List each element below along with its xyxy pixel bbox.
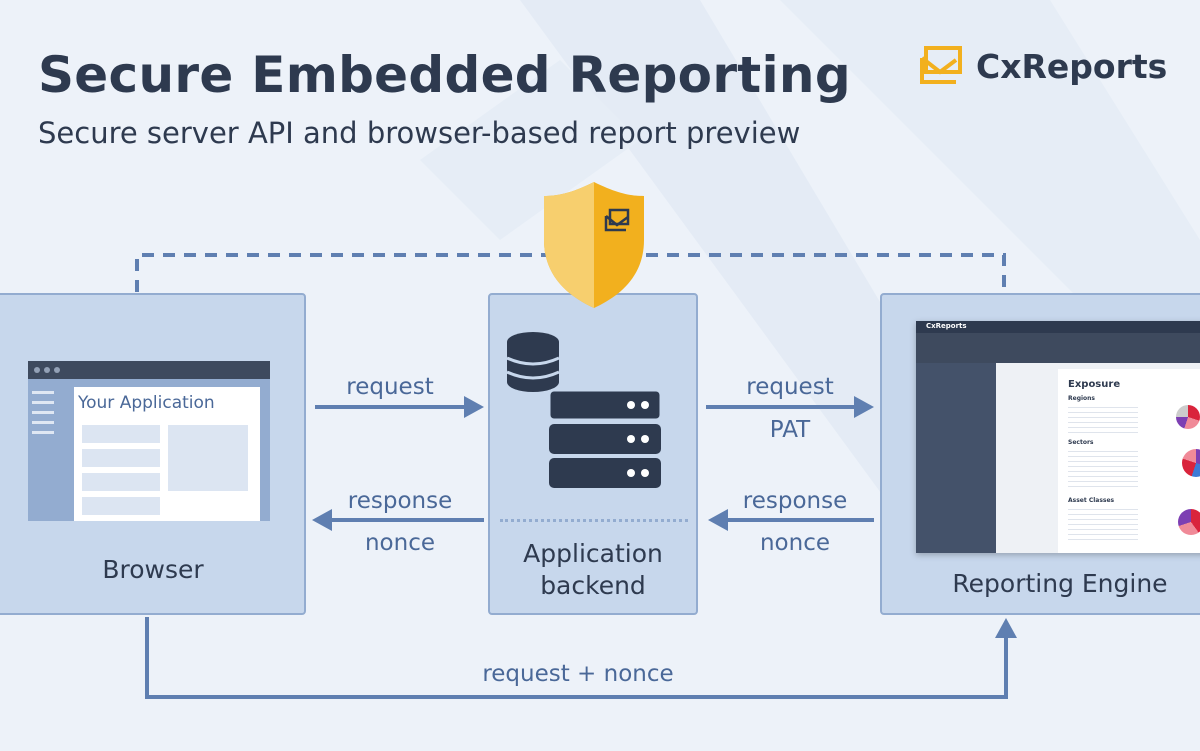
preview-table bbox=[1068, 403, 1138, 433]
envelope-logo-icon bbox=[920, 46, 962, 84]
nonce-label: nonce bbox=[364, 530, 436, 556]
preview-sidebar bbox=[916, 363, 996, 553]
sidebar-line bbox=[32, 431, 54, 434]
browser-box: Your Application Browser bbox=[0, 293, 306, 615]
preview-section: Asset Classes bbox=[1068, 497, 1115, 504]
request-pat-label: request bbox=[746, 374, 834, 400]
browser-label: Browser bbox=[102, 555, 204, 584]
preview-toolbar bbox=[916, 333, 1200, 363]
request-nonce-label: request + nonce bbox=[482, 661, 674, 687]
response-label: response bbox=[347, 488, 453, 514]
window-dot bbox=[54, 367, 60, 373]
page-subtitle: Secure server API and browser-based repo… bbox=[38, 116, 801, 150]
pat-label: PAT bbox=[769, 417, 811, 443]
app-window-title: Your Application bbox=[78, 393, 215, 413]
engine-label: Reporting Engine bbox=[952, 569, 1168, 598]
engine-response-label: response bbox=[742, 488, 848, 514]
preview-page: Exposure Regions Sectors Asset Classes bbox=[1058, 369, 1200, 553]
engine-nonce-label: nonce bbox=[759, 530, 831, 556]
preview-donut bbox=[1176, 405, 1200, 429]
preview-table bbox=[1068, 505, 1138, 541]
preview-section: Sectors bbox=[1068, 439, 1094, 446]
window-dot bbox=[44, 367, 50, 373]
backend-divider bbox=[500, 519, 688, 522]
sidebar-line bbox=[32, 401, 54, 404]
content-block bbox=[82, 425, 160, 443]
content-block bbox=[82, 497, 160, 515]
server-stack-icon bbox=[506, 332, 663, 488]
content-panel bbox=[168, 425, 248, 491]
shield-icon bbox=[544, 182, 644, 308]
request-label: request bbox=[346, 374, 434, 400]
preview-donut bbox=[1182, 449, 1200, 477]
preview-section: Regions bbox=[1068, 395, 1096, 402]
brand-logo: CxReports bbox=[920, 46, 1167, 86]
backend-label-line2: backend bbox=[540, 571, 646, 600]
window-dot bbox=[34, 367, 40, 373]
report-preview: CxReports Exposure Regions Sectors Asset… bbox=[916, 321, 1200, 553]
sidebar-line bbox=[32, 421, 54, 424]
sidebar-line bbox=[32, 411, 54, 414]
preview-donut bbox=[1178, 509, 1200, 535]
preview-canvas: Exposure Regions Sectors Asset Classes bbox=[996, 363, 1200, 553]
engine-box: CxReports Exposure Regions Sectors Asset… bbox=[880, 293, 1200, 615]
content-block bbox=[82, 449, 160, 467]
preview-table bbox=[1068, 447, 1138, 491]
preview-doc-title: Exposure bbox=[1068, 379, 1121, 390]
app-window: Your Application bbox=[28, 361, 270, 521]
backend-box: Application backend bbox=[488, 293, 698, 615]
window-titlebar bbox=[28, 361, 270, 379]
brand-name: CxReports bbox=[976, 46, 1168, 86]
app-content: Your Application bbox=[74, 387, 260, 521]
sidebar-line bbox=[32, 391, 54, 394]
preview-titlebar: CxReports bbox=[916, 321, 1200, 333]
preview-app-name: CxReports bbox=[926, 322, 967, 330]
content-block bbox=[82, 473, 160, 491]
backend-label-line1: Application bbox=[523, 539, 663, 568]
page-title: Secure Embedded Reporting bbox=[38, 46, 851, 104]
